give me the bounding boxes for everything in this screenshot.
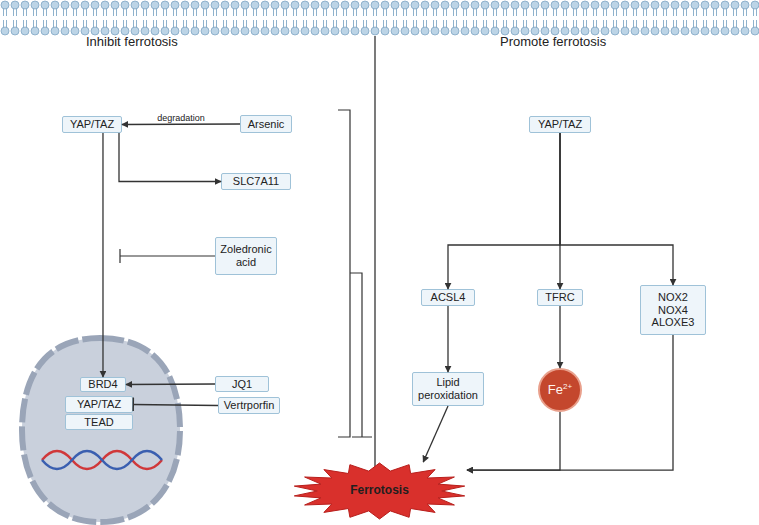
node-text: Zoledronic acid [219, 243, 273, 268]
node-text: YAP/TAZ [70, 118, 114, 131]
node-text: ACSL4 [431, 291, 466, 304]
connector-arrow [133, 405, 218, 406]
connector-arrow [467, 335, 673, 470]
process-box: YAP/TAZ [62, 116, 122, 133]
node-text: Ferrotosis [350, 484, 409, 498]
node-text: BRD4 [88, 378, 117, 391]
edge-label: degradation [157, 113, 205, 123]
dna-strand [42, 451, 162, 469]
nucleus [22, 338, 180, 522]
connector-arrow [560, 133, 673, 285]
process-box: TFRC [537, 289, 583, 306]
connector-arrow [122, 123, 240, 125]
node-text: SLC7A11 [233, 175, 279, 188]
process-box: YAP/TAZ [529, 116, 591, 133]
inhibition-line [120, 249, 215, 263]
connector-arrow [423, 406, 448, 462]
ion-charge: 2+ [563, 382, 572, 391]
section-heading: Promote ferrotosis [500, 34, 606, 49]
process-box: JQ1 [215, 376, 269, 392]
outcome-burst: Ferrotosis [292, 462, 467, 520]
divider-line [374, 36, 375, 470]
node-text: JQ1 [232, 378, 252, 391]
connector-arrow [447, 306, 448, 372]
process-box: Lipid peroxidation [412, 372, 484, 406]
node-text: TFRC [545, 291, 574, 304]
connector-arrow [102, 133, 103, 377]
process-box: ACSL4 [421, 289, 475, 306]
process-box: NOX2 NOX4 ALOXE3 [640, 285, 706, 335]
connector-arrow [126, 383, 215, 385]
inhibition-line [350, 273, 372, 437]
node-text: YAP/TAZ [538, 118, 582, 131]
process-box: BRD4 [80, 377, 126, 392]
connector-arrow [119, 133, 221, 182]
ion-circle: Fe2+ [538, 368, 582, 412]
connector-arrow [559, 306, 560, 368]
connector-arrow [559, 133, 560, 289]
process-box: Zoledronic acid [215, 237, 277, 275]
process-box: TEAD [65, 414, 133, 430]
connector-arrow [448, 133, 560, 289]
process-box: Vertrporfin [218, 397, 280, 414]
node-text: NOX2 NOX4 ALOXE3 [644, 291, 702, 329]
cell-membrane [0, 0, 759, 36]
node-text: TEAD [84, 416, 113, 429]
node-text: Arsenic [248, 118, 285, 131]
ion-symbol: Fe [548, 383, 563, 398]
node-text: YAP/TAZ [77, 398, 121, 411]
connector-arrow [467, 412, 560, 470]
group-bracket [338, 110, 350, 437]
section-heading: Inhibit ferrotosis [86, 34, 178, 49]
process-box: Arsenic [240, 115, 292, 133]
process-box: SLC7A11 [221, 173, 291, 190]
dna-strand [42, 451, 162, 469]
process-box: YAP/TAZ [65, 396, 133, 413]
node-text: Lipid peroxidation [416, 376, 480, 401]
node-text: Vertrporfin [224, 399, 275, 412]
